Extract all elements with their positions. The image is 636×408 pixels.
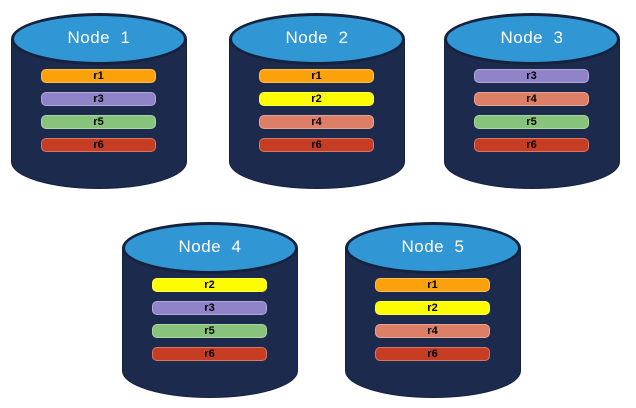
replica-bar-r1: r1 — [375, 278, 490, 292]
replica-label: r6 — [204, 347, 215, 360]
replica-label: r5 — [204, 324, 215, 337]
database-node-1: Node 1 r1 r3 r5 r6 — [11, 13, 187, 189]
cylinder-top-ellipse: Node 1 — [11, 13, 187, 65]
replica-label: r6 — [311, 138, 322, 151]
replica-bar-r5: r5 — [474, 115, 589, 129]
replica-label: r6 — [526, 138, 537, 151]
node-title: Node 1 — [67, 28, 131, 47]
node-title: Node 2 — [285, 28, 349, 47]
cylinder-top-ellipse: Node 3 — [444, 13, 620, 65]
replica-label: r3 — [526, 69, 537, 82]
replica-label: r3 — [204, 301, 215, 314]
cylinder-top-ellipse: Node 2 — [229, 13, 405, 65]
node-title: Node 4 — [178, 237, 242, 256]
cylinder-top-ellipse: Node 5 — [345, 222, 521, 274]
replica-list: r1 r3 r5 r6 — [41, 69, 156, 152]
replica-bar-r5: r5 — [41, 115, 156, 129]
replica-list: r3 r4 r5 r6 — [474, 69, 589, 152]
replica-bar-r2: r2 — [375, 301, 490, 315]
replica-label: r5 — [526, 115, 537, 128]
cylinder-top-ellipse: Node 4 — [122, 222, 298, 274]
replica-bar-r2: r2 — [152, 278, 267, 292]
replica-bar-r1: r1 — [41, 69, 156, 83]
replica-label: r6 — [93, 138, 104, 151]
replica-label: r2 — [204, 278, 215, 291]
replica-bar-r3: r3 — [474, 69, 589, 83]
replica-list: r1 r2 r4 r6 — [259, 69, 374, 152]
replica-bar-r6: r6 — [474, 138, 589, 152]
replica-list: r1 r2 r4 r6 — [375, 278, 490, 361]
replica-bar-r3: r3 — [41, 92, 156, 106]
replica-bar-r6: r6 — [259, 138, 374, 152]
replica-label: r6 — [427, 347, 438, 360]
replica-bar-r6: r6 — [375, 347, 490, 361]
replica-label: r1 — [427, 278, 438, 291]
replica-bar-r4: r4 — [474, 92, 589, 106]
replica-label: r1 — [93, 69, 104, 82]
node-title: Node 3 — [500, 28, 564, 47]
replica-label: r2 — [311, 92, 322, 105]
database-node-4: Node 4 r2 r3 r5 r6 — [122, 222, 298, 398]
database-node-2: Node 2 r1 r2 r4 r6 — [229, 13, 405, 189]
replica-label: r3 — [93, 92, 104, 105]
replica-label: r5 — [93, 115, 104, 128]
replica-label: r1 — [311, 69, 322, 82]
replica-bar-r4: r4 — [259, 115, 374, 129]
replica-bar-r5: r5 — [152, 324, 267, 338]
replica-list: r2 r3 r5 r6 — [152, 278, 267, 361]
node-title: Node 5 — [401, 237, 465, 256]
database-node-3: Node 3 r3 r4 r5 r6 — [444, 13, 620, 189]
replica-bar-r2: r2 — [259, 92, 374, 106]
replica-bar-r6: r6 — [152, 347, 267, 361]
replica-label: r4 — [311, 115, 322, 128]
replica-label: r4 — [427, 324, 438, 337]
replica-bar-r3: r3 — [152, 301, 267, 315]
replica-bar-r6: r6 — [41, 138, 156, 152]
replica-bar-r4: r4 — [375, 324, 490, 338]
replica-bar-r1: r1 — [259, 69, 374, 83]
replica-label: r4 — [526, 92, 537, 105]
replica-label: r2 — [427, 301, 438, 314]
database-node-5: Node 5 r1 r2 r4 r6 — [345, 222, 521, 398]
